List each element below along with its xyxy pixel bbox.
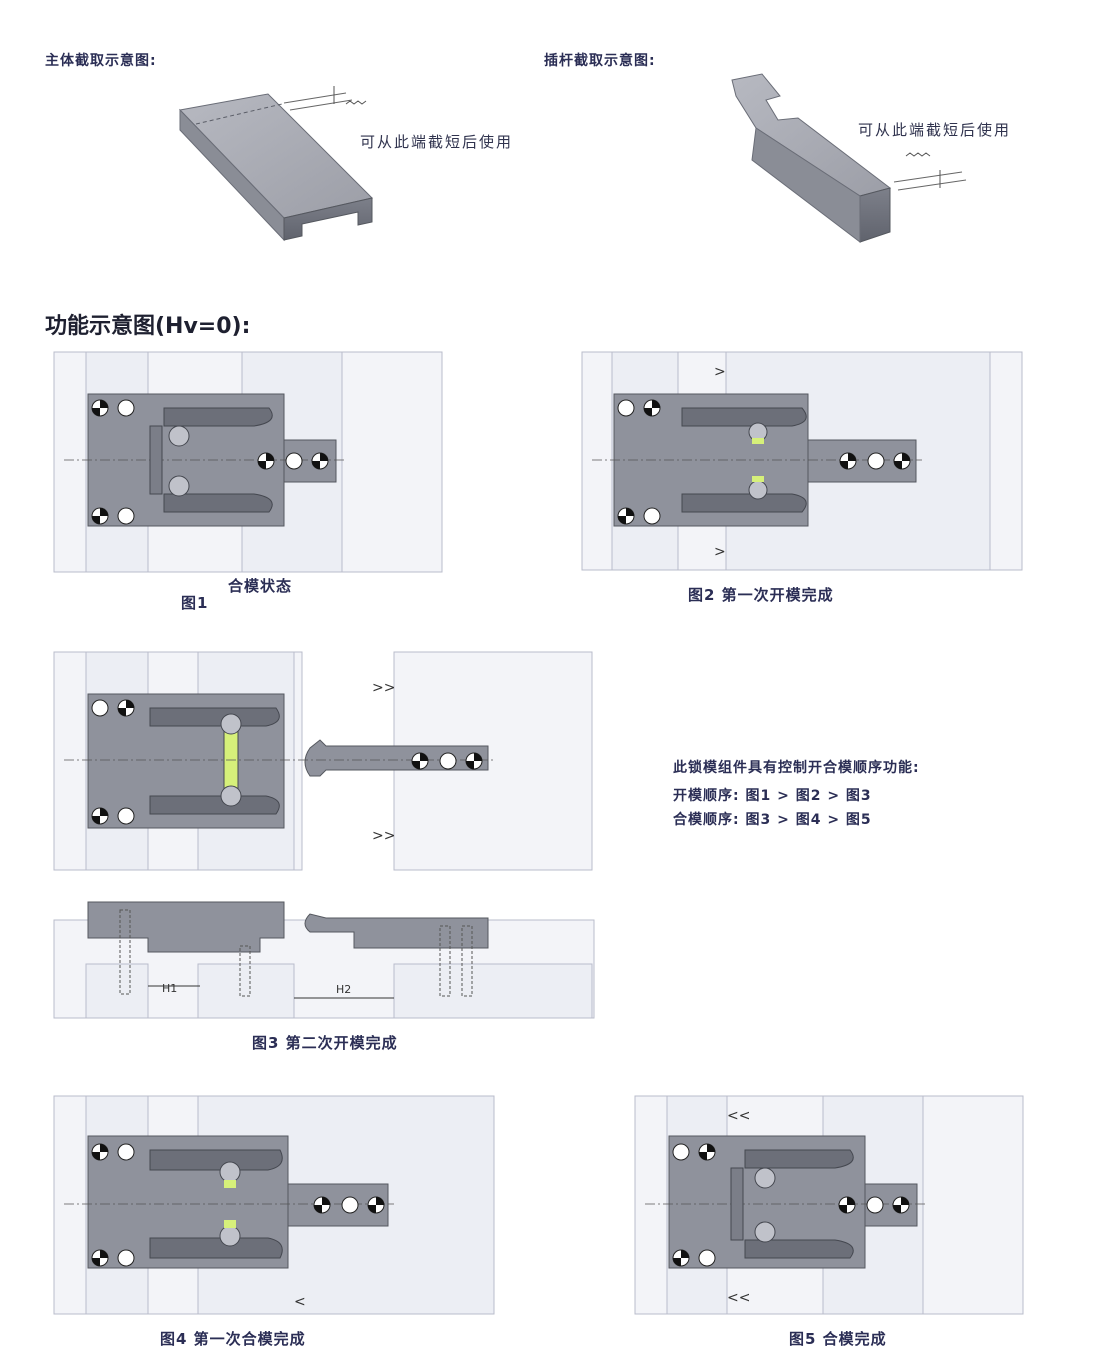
body-cut-note: 可从此端截短后使用 — [360, 133, 514, 151]
figure-1-diagram — [53, 351, 443, 573]
figure-3-caption: 图3 第二次开模完成 — [252, 1034, 398, 1052]
svg-text:<<: << — [727, 1108, 750, 1124]
figure-1-state: 合模状态 — [228, 577, 293, 595]
pin-cut-note: 可从此端截短后使用 — [858, 121, 1012, 139]
close-sequence-label: 合模顺序: — [673, 812, 740, 828]
sequence-title: 此锁模组件具有控制开合模顺序功能: — [673, 760, 920, 776]
svg-text:>: > — [714, 364, 726, 380]
section-title: 功能示意图(Hv=0): — [45, 314, 251, 339]
open-sequence-steps: 图1 > 图2 > 图3 — [745, 788, 872, 804]
svg-text:>: > — [714, 544, 726, 560]
figure-5-caption: 图5 合模完成 — [789, 1330, 887, 1348]
svg-text:>>: >> — [372, 680, 395, 696]
figure-2-caption: 图2 第一次开模完成 — [688, 586, 834, 604]
svg-text:>>: >> — [372, 828, 395, 844]
figure-1-label: 图1 — [181, 594, 209, 612]
figure-2-diagram: > > — [581, 351, 1023, 571]
open-sequence-label: 开模顺序: — [673, 788, 740, 804]
figure-4-caption: 图4 第一次合模完成 — [160, 1330, 306, 1348]
body-cut-title: 主体截取示意图: — [45, 53, 157, 69]
figure-4-diagram: < — [53, 1095, 495, 1315]
figure-3-diagram: >> >> — [53, 651, 595, 1019]
svg-text:<: < — [294, 1294, 306, 1310]
figure-5-diagram: << << — [634, 1095, 1024, 1315]
body-block-illustration — [178, 73, 967, 244]
h2-label: H2 — [336, 983, 352, 996]
close-sequence-steps: 图3 > 图4 > 图5 — [745, 812, 872, 828]
sequence-panel: 此锁模组件具有控制开合模顺序功能: 开模顺序: 图1 > 图2 > 图3 合模顺… — [673, 756, 920, 832]
h1-label: H1 — [162, 982, 178, 995]
svg-text:<<: << — [727, 1290, 750, 1306]
pin-cut-title: 插杆截取示意图: — [544, 53, 656, 69]
